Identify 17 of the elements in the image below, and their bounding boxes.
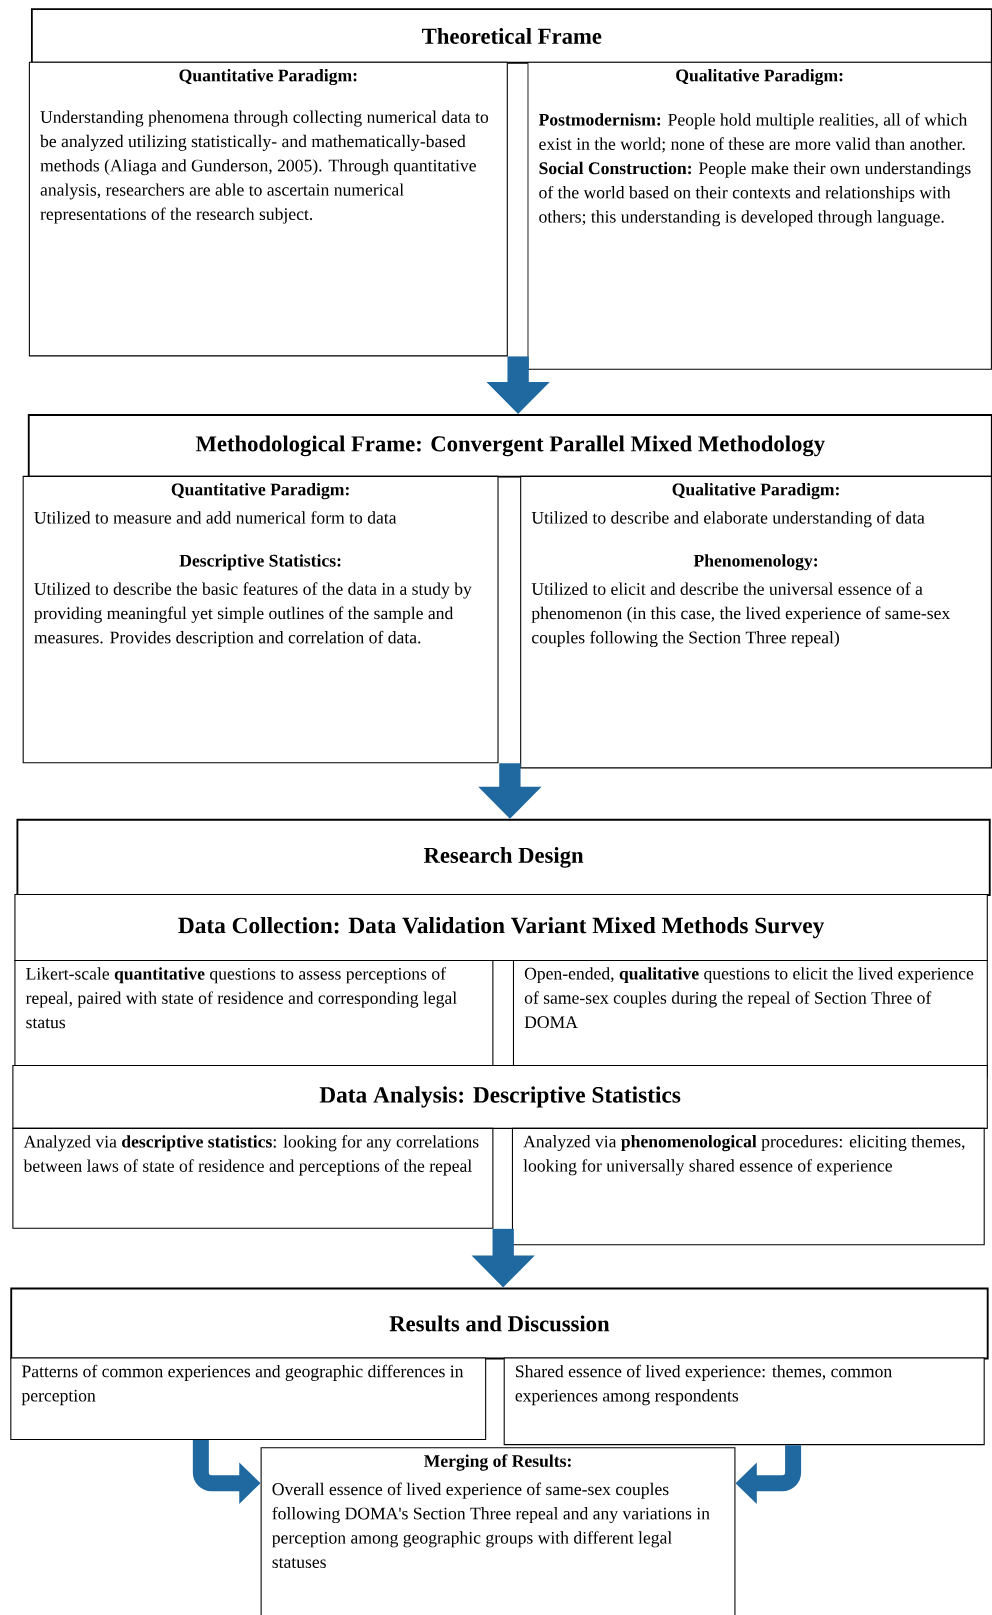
text-box: Qualitative Paradigm: Utilized to describe and elaborate understanding of data Phenomenology: Utilized to elicit and describe the universal essence of a phenomenon (in this case, the lived experience of same-sex couples following the Section Three repeal) — [520, 475, 992, 769]
text-box: Patterns of common experiences and geographic differences in perception — [10, 1357, 487, 1440]
subsection-header: Data Collection: Data Validation Variant Mixed Methods Survey — [14, 894, 988, 962]
text-box: Qualitative Paradigm: Postmodernism: People hold multiple realities, all of which exist in the world; none of these are more valid than another. Social Construction: People make their own understandings of the world based on their contexts and relationships with others; this understanding is developed through language. — [527, 61, 992, 370]
text-box: Analyzed via phenomenological procedures: eliciting themes, looking for universally shared essence of experience — [511, 1127, 985, 1246]
section-header: Methodological Frame: Convergent Parallel Mixed Methodology — [27, 414, 992, 478]
text-box: Quantitative Paradigm: Utilized to measure and add numerical form to data Descriptive Statistics: Utilized to describe the basic features of the data in a study by providing meaningful yet simple outlines of the sample and measures. Provides description and correlation of data. — [22, 475, 499, 764]
section-header: Theoretical Frame — [30, 8, 992, 64]
text-box: Merging of Results: Overall essence of lived experience of same-sex couples following DOMA's Section Three repeal and any variations in perception among geographic groups with different legal statuses — [260, 1447, 736, 1615]
text-box: Likert-scale quantitative questions to assess perceptions of repeal, paired with state of residence and corresponding legal status — [14, 959, 494, 1067]
subsection-header: Data Analysis: Descriptive Statistics — [12, 1065, 988, 1129]
section-header: Research Design — [16, 818, 991, 896]
text-box: Analyzed via descriptive statistics: looking for any correlations between laws of state of residence and perceptions of the repeal — [12, 1127, 494, 1229]
text-box: Open-ended, qualitative questions to elicit the lived experience of same-sex couples during the repeal of Section Three of DOMA — [512, 959, 988, 1078]
section-header: Results and Discussion — [10, 1287, 989, 1360]
text-box: Shared essence of lived experience: themes, common experiences among respondents — [503, 1357, 985, 1446]
text-box: Quantitative Paradigm: Understanding phenomena through collecting numerical data to be analyzed utilizing statistically- and mathematically-based methods (Aliaga and Gunderson, 2005). Through quantitative analysis, researchers are able to ascertain numerical representations of the research subject. — [28, 61, 508, 357]
